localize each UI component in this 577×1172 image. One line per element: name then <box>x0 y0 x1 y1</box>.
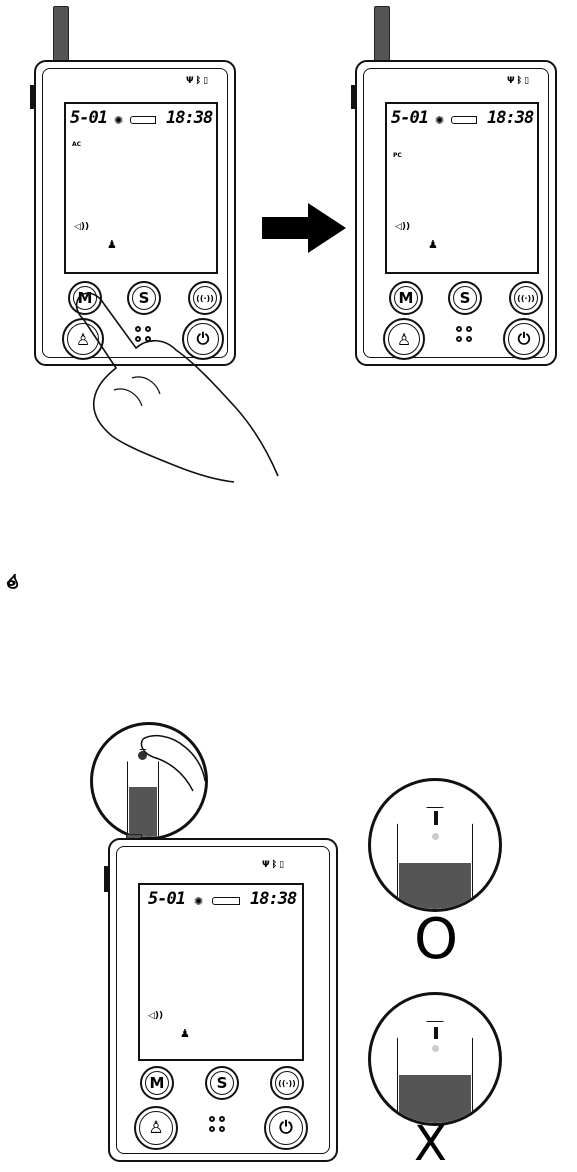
battery-icon: ▯ <box>524 76 531 86</box>
person-icon: ♟ <box>107 238 117 251</box>
blood-channel <box>434 811 438 825</box>
person-icon: ♟ <box>180 1027 190 1040</box>
test-strip <box>374 6 390 64</box>
user-button[interactable]: ♙ <box>134 1106 178 1150</box>
wireless-button[interactable]: ((·)) <box>270 1066 304 1100</box>
magnifier-lens <box>90 722 208 840</box>
speaker-icon: ◁)) <box>74 222 89 232</box>
lcd-screen-1: 5-01 ✺ 18:38 AC ◁)) ♟ <box>64 102 218 274</box>
wireless-icon: ((·)) <box>275 1071 299 1095</box>
status-icons: Ψᛒ▯ <box>507 76 531 86</box>
power-icon: ⏻ <box>269 1111 303 1145</box>
bluetooth-icon: ᛒ <box>517 76 524 86</box>
hand-icon <box>66 290 286 485</box>
signal-icon: Ψ <box>507 76 517 86</box>
sample-dot <box>432 1045 439 1052</box>
wireless-icon: ((·)) <box>514 286 538 310</box>
power-icon: ⏻ <box>508 323 540 355</box>
blood-drop-icon: ✺ <box>194 895 203 908</box>
set-button[interactable]: S <box>205 1066 239 1100</box>
battery-icon: ▯ <box>279 860 286 870</box>
blood-drop-icon: ✺ <box>435 114 444 127</box>
time-display: 18:38 <box>166 108 212 128</box>
lcd-screen-2: 5-01 ✺ 18:38 PC ◁)) ♟ <box>385 102 539 274</box>
blood-drop-icon: ✺ <box>114 114 123 127</box>
arrow-right-icon <box>262 203 346 253</box>
test-strip <box>399 863 471 912</box>
side-button <box>104 866 108 892</box>
side-button <box>351 85 355 109</box>
wireless-button[interactable]: ((·)) <box>509 281 543 315</box>
blood-channel <box>434 1027 438 1039</box>
battery-icon: ▯ <box>203 76 210 86</box>
time-display: 18:38 <box>250 889 296 909</box>
test-strip <box>53 6 69 64</box>
power-button[interactable]: ⏻ <box>264 1106 308 1150</box>
strip-icon <box>212 897 240 905</box>
incorrect-mark: X <box>414 1120 447 1168</box>
strip-icon <box>130 116 156 124</box>
code-display: 5-01 <box>70 108 107 128</box>
speaker-icon: ◁)) <box>395 222 410 232</box>
status-icons: Ψᛒ▯ <box>186 76 210 86</box>
bluetooth-icon: ᛒ <box>196 76 203 86</box>
time-display: 18:38 <box>487 108 533 128</box>
memory-button[interactable]: M <box>389 281 423 315</box>
signal-icon: Ψ <box>186 76 196 86</box>
correct-sample-lens <box>368 778 502 912</box>
user-button[interactable]: ♙ <box>383 318 425 360</box>
dots-icon <box>209 1116 227 1134</box>
power-button[interactable]: ⏻ <box>503 318 545 360</box>
sample-dot <box>432 833 439 840</box>
meal-mode-label: AC <box>72 141 81 148</box>
blood-drop-icon <box>6 573 20 589</box>
memory-button[interactable]: M <box>140 1066 174 1100</box>
speaker-icon: ◁)) <box>148 1011 163 1021</box>
person-icon: ♟ <box>428 238 438 251</box>
person-icon: ♙ <box>139 1111 173 1145</box>
finger-icon <box>133 731 205 801</box>
set-button[interactable]: S <box>448 281 482 315</box>
side-button <box>30 85 34 109</box>
lcd-screen-3: 5-01 ✺ 18:38 ◁)) ♟ <box>138 883 304 1061</box>
code-display: 5-01 <box>148 889 185 909</box>
incorrect-sample-lens <box>368 992 502 1126</box>
signal-icon: Ψ <box>262 860 272 870</box>
code-display: 5-01 <box>391 108 428 128</box>
dots-icon <box>456 326 474 344</box>
meal-mode-label: PC <box>393 152 402 159</box>
person-icon: ♙ <box>388 323 420 355</box>
correct-mark: O <box>414 912 458 968</box>
bluetooth-icon: ᛒ <box>272 860 279 870</box>
status-icons: Ψᛒ▯ <box>262 860 286 870</box>
strip-icon <box>451 116 477 124</box>
